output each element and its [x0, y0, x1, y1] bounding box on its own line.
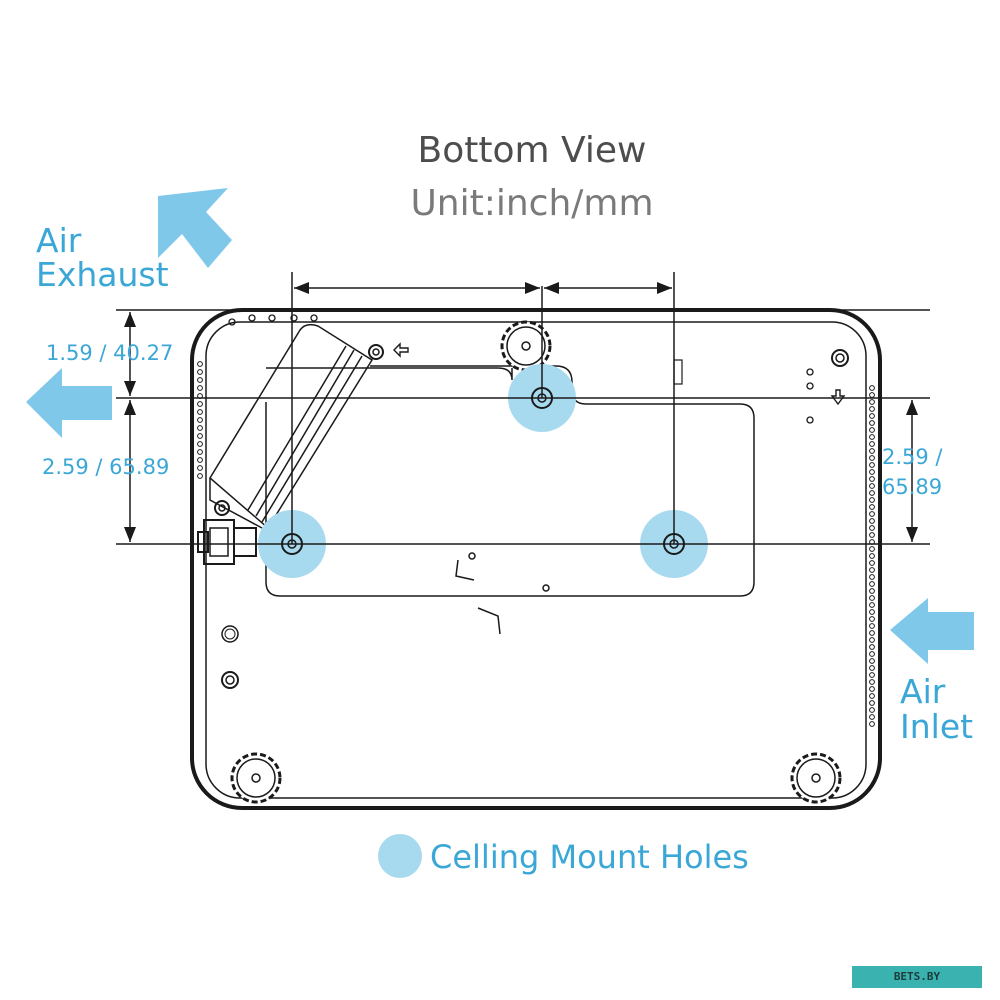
- vent-dot: [197, 473, 203, 479]
- vent-dot: [869, 497, 875, 503]
- vent-dot: [869, 553, 875, 559]
- air-inlet-label-line2: Inlet: [900, 707, 973, 746]
- left-vent-dots: [197, 361, 203, 479]
- vent-dot: [869, 630, 875, 636]
- vent-dot: [869, 532, 875, 538]
- vent-dot: [869, 637, 875, 643]
- air-exhaust-arrow-up-icon: [158, 188, 232, 268]
- vent-dot: [869, 427, 875, 433]
- vent-dot: [869, 616, 875, 622]
- vent-dot: [197, 441, 203, 447]
- unit-label: Unit:inch/mm: [410, 183, 653, 224]
- air-exhaust-label-line2: Exhaust: [36, 255, 169, 294]
- vent-dot: [869, 588, 875, 594]
- vent-dot: [869, 567, 875, 573]
- vent-dot: [869, 511, 875, 517]
- dimension-lines: [116, 272, 930, 545]
- vent-dot: [869, 455, 875, 461]
- vent-dot: [869, 434, 875, 440]
- vent-dot: [197, 433, 203, 439]
- vent-dot: [869, 462, 875, 468]
- vent-dot: [869, 448, 875, 454]
- vent-dot: [197, 409, 203, 415]
- vent-dot: [869, 644, 875, 650]
- dimension-label-right-line1: 2.59 /: [882, 445, 943, 469]
- vent-dot: [869, 560, 875, 566]
- vent-dot: [869, 707, 875, 713]
- vent-dot: [197, 449, 203, 455]
- vent-dot: [869, 581, 875, 587]
- vent-dot: [197, 369, 203, 375]
- vent-dot: [869, 700, 875, 706]
- vent-dot: [869, 595, 875, 601]
- vent-dot: [197, 417, 203, 423]
- vent-dot: [869, 399, 875, 405]
- legend-label: Celling Mount Holes: [430, 838, 749, 876]
- vent-dot: [197, 401, 203, 407]
- vent-dot: [869, 469, 875, 475]
- diagram-title: Bottom View: [418, 130, 647, 171]
- vent-dot: [869, 679, 875, 685]
- vent-dot: [197, 425, 203, 431]
- vent-dot: [869, 609, 875, 615]
- vent-dot: [197, 457, 203, 463]
- top-vent-dots: [228, 314, 318, 326]
- vent-dot: [869, 623, 875, 629]
- vent-dot: [869, 665, 875, 671]
- vent-dot: [869, 441, 875, 447]
- vent-dot: [197, 377, 203, 383]
- air-exhaust-arrow-left-icon: [26, 368, 112, 438]
- vent-dot: [869, 476, 875, 482]
- vent-dot: [869, 602, 875, 608]
- vent-dot: [869, 546, 875, 552]
- vent-dot: [869, 406, 875, 412]
- vent-dot: [869, 672, 875, 678]
- vent-dot: [197, 465, 203, 471]
- vent-dot: [869, 490, 875, 496]
- vent-dot: [869, 413, 875, 419]
- vent-dot: [869, 385, 875, 391]
- dimension-label-top: 1.59 / 40.27: [46, 341, 173, 365]
- vent-dot: [869, 420, 875, 426]
- right-vent-dots: [869, 385, 875, 727]
- vent-dot: [869, 574, 875, 580]
- vent-dot: [197, 385, 203, 391]
- vent-dot: [869, 721, 875, 727]
- watermark: BETS.BY: [852, 966, 982, 988]
- adjustable-foot-bottom-right: [790, 752, 842, 804]
- air-exhaust-label-line1: Air: [36, 221, 82, 260]
- vent-dot: [869, 658, 875, 664]
- vent-dot: [869, 392, 875, 398]
- vent-dot: [869, 693, 875, 699]
- vent-dot: [869, 518, 875, 524]
- adjustable-foot-bottom-left: [230, 752, 282, 804]
- vent-dot: [869, 483, 875, 489]
- vent-dot: [869, 525, 875, 531]
- legend-swatch: [378, 834, 422, 878]
- dimension-label-left: 2.59 / 65.89: [42, 455, 169, 479]
- vent-dot: [197, 361, 203, 367]
- vent-dot: [869, 686, 875, 692]
- air-inlet-arrow-left-icon: [890, 598, 974, 664]
- vent-dot: [869, 504, 875, 510]
- dimension-label-right-line2: 65.89: [882, 475, 942, 499]
- air-inlet-label-line1: Air: [900, 672, 946, 711]
- vent-dot: [869, 651, 875, 657]
- vent-dot: [869, 714, 875, 720]
- adjustable-foot-top: [500, 320, 552, 372]
